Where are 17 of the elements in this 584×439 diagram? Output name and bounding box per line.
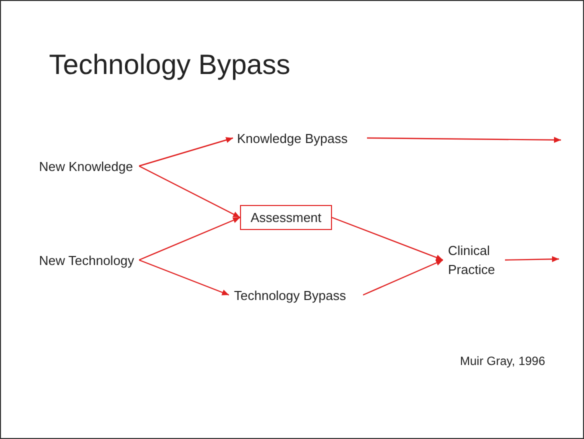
node-text: New Technology — [39, 252, 134, 270]
arrow — [138, 216, 240, 261]
arrow — [138, 165, 240, 218]
node-text: New Knowledge — [39, 158, 133, 176]
arrow — [332, 216, 444, 261]
node-text: Assessment — [250, 209, 322, 227]
arrow — [138, 259, 230, 296]
arrow — [362, 259, 444, 296]
node-text: Clinical Practice — [447, 242, 496, 279]
slide-title: Technology Bypass — [49, 49, 290, 81]
arrow — [138, 137, 234, 167]
arrow — [504, 256, 560, 262]
node-text: Technology Bypass — [233, 286, 346, 304]
node-text: Knowledge Bypass — [236, 130, 348, 148]
citation-note: Muir Gray, 1996 — [460, 354, 546, 368]
arrow — [367, 136, 561, 143]
process-box — [240, 205, 332, 230]
